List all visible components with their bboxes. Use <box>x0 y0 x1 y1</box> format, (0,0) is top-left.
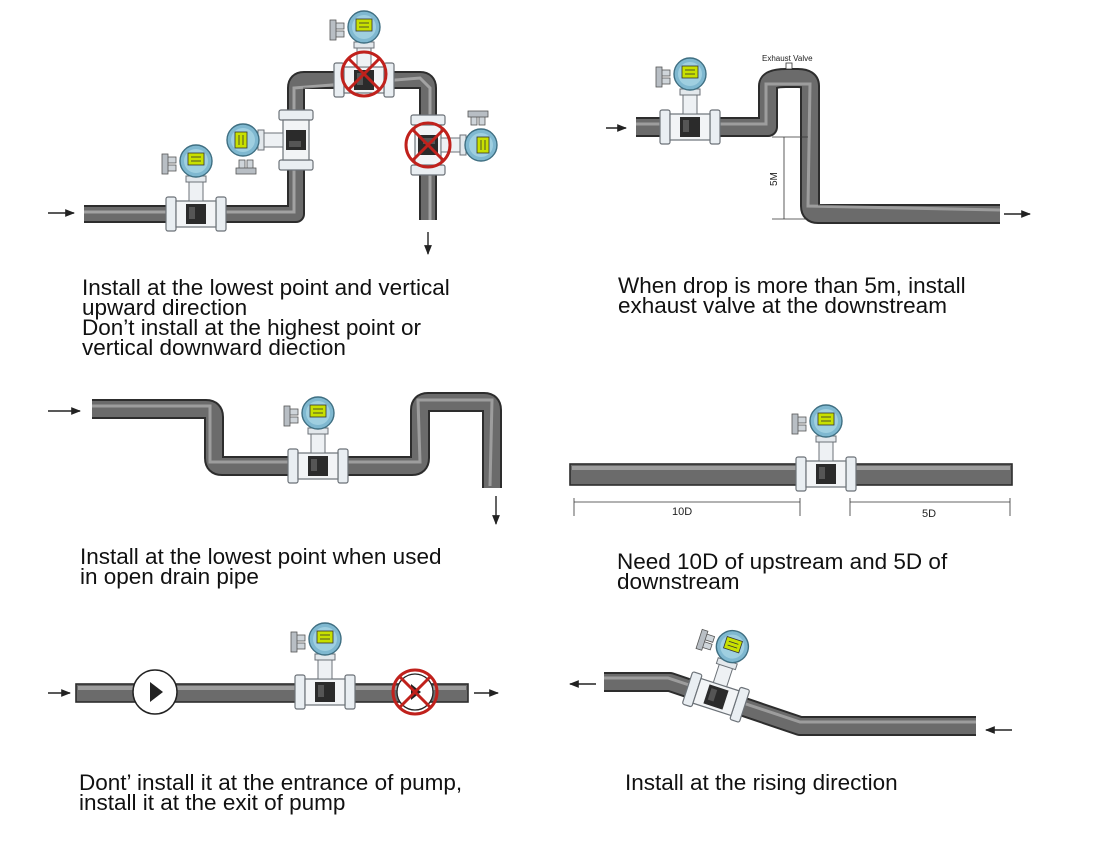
panel-3-drawing <box>48 392 502 525</box>
caption-line: Install at the lowest point when used <box>80 544 442 569</box>
caption-line: Install at the lowest point and vertical <box>82 275 450 300</box>
caption-line: Don’t install at the highest point or <box>82 315 421 340</box>
caption-line: When drop is more than 5m, install <box>618 273 966 298</box>
panel-1-caption: Install at the lowest point and vertical… <box>82 275 450 360</box>
panel-6-drawing <box>569 620 1012 736</box>
caption-line: in open drain pipe <box>80 564 259 589</box>
caption-line: Install at the rising direction <box>625 770 898 795</box>
exhaust-valve-label: Exhaust Valve <box>762 54 813 63</box>
panel-1-drawing <box>48 10 498 255</box>
upstream-label: 10D <box>672 506 692 518</box>
caption-line: Dont’ install it at the entrance of pump… <box>79 770 463 795</box>
flowmeter-icon <box>655 57 721 145</box>
panel-5-drawing <box>48 622 499 716</box>
pump-icon <box>132 669 178 715</box>
flowmeter-icon <box>226 109 314 175</box>
exhaust-valve-icon <box>785 62 793 70</box>
caption-line: install it at the exit of pump <box>79 790 346 815</box>
panel-2-drawing: Exhaust Valve 5M <box>606 54 1031 224</box>
flowmeter-icon <box>290 622 356 710</box>
caption-line: vertical downward diection <box>82 335 346 360</box>
downstream-label: 5D <box>922 508 936 520</box>
panel-2-caption: When drop is more than 5m, install exhau… <box>618 273 966 318</box>
panel-4-drawing: 10D 5D <box>569 404 1013 520</box>
flowmeter-icon <box>161 144 227 232</box>
panel-3-caption: Install at the lowest point when used in… <box>80 544 442 589</box>
caption-line: Need 10D of upstream and 5D of <box>617 549 948 574</box>
caption-line: downstream <box>617 569 740 594</box>
caption-line: exhaust valve at the downstream <box>618 293 947 318</box>
panel-4-caption: Need 10D of upstream and 5D of downstrea… <box>617 549 948 594</box>
flowmeter-icon <box>791 404 857 492</box>
panel-5-caption: Dont’ install it at the entrance of pump… <box>79 770 463 815</box>
panel-6-caption: Install at the rising direction <box>625 770 898 795</box>
flowmeter-icon <box>283 396 349 484</box>
caption-line: upward direction <box>82 295 248 320</box>
drop-height-label: 5M <box>769 172 780 186</box>
